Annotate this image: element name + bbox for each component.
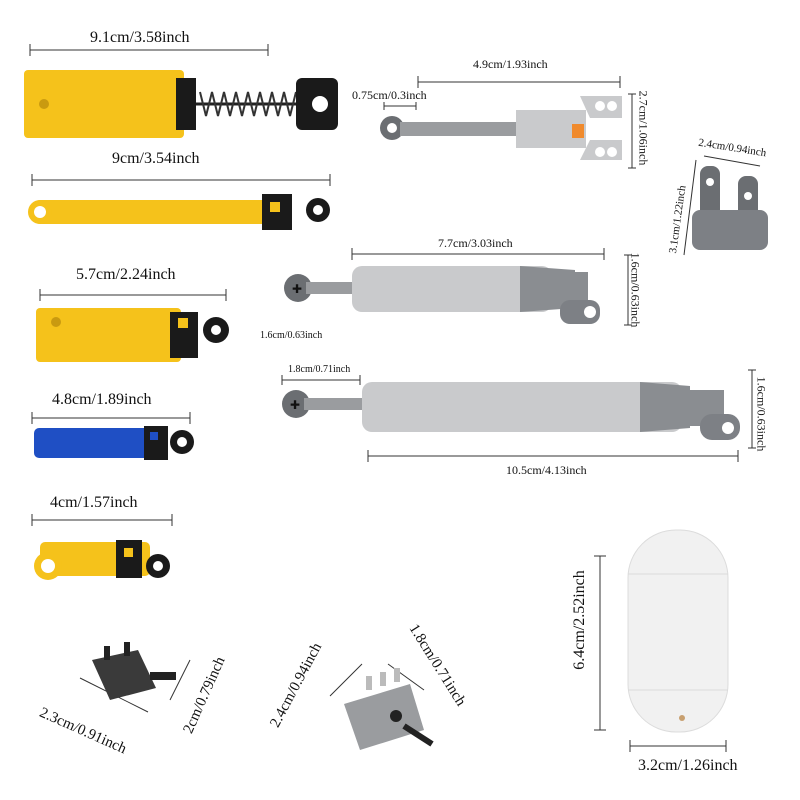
yellow-cylinder-mini [34,540,170,580]
gray-bracket [692,166,768,250]
gray-cylinder-medium: ✚ [284,266,600,324]
gray-valve [344,668,434,750]
svg-text:✚: ✚ [290,398,300,412]
yellow-cylinder-long [28,194,330,230]
dimension-label: 4cm/1.57inch [50,494,138,511]
dimension-label: 2.7cm/1.06inch [636,90,651,166]
dimension-label: 1.8cm/0.71inch [288,364,351,375]
dimension-label: 9cm/3.54inch [112,150,200,167]
white-air-tank [627,529,729,733]
dimension-label: 7.7cm/3.03inch [438,236,513,250]
dimension-label: 10.5cm/4.13inch [506,463,587,477]
dimension-label: 4.8cm/1.89inch [52,391,152,408]
dimension-label: 1.6cm/0.63inch [754,376,769,452]
gray-cylinder-long: ✚ [282,382,740,440]
svg-text:✚: ✚ [292,282,302,296]
dimension-label: 6.4cm/2.52inch [570,570,588,670]
gray-fork-cylinder [380,96,622,160]
black-switch [92,642,176,700]
dimension-label: 0.75cm/0.3inch [352,88,427,102]
dimension-lines [29,44,761,752]
dimension-label: 3.2cm/1.26inch [638,757,738,774]
blue-cylinder [34,426,194,460]
dimension-label: 5.7cm/2.24inch [76,266,176,283]
dimension-label: 9.1cm/3.58inch [90,29,190,46]
dimension-label: 1.6cm/0.63inch [628,252,643,328]
yellow-cylinder-short [36,308,229,362]
dimension-label: 4.9cm/1.93inch [473,57,548,71]
dimension-label: 1.6cm/0.63inch [260,330,323,341]
yellow-cylinder-large [24,70,338,138]
